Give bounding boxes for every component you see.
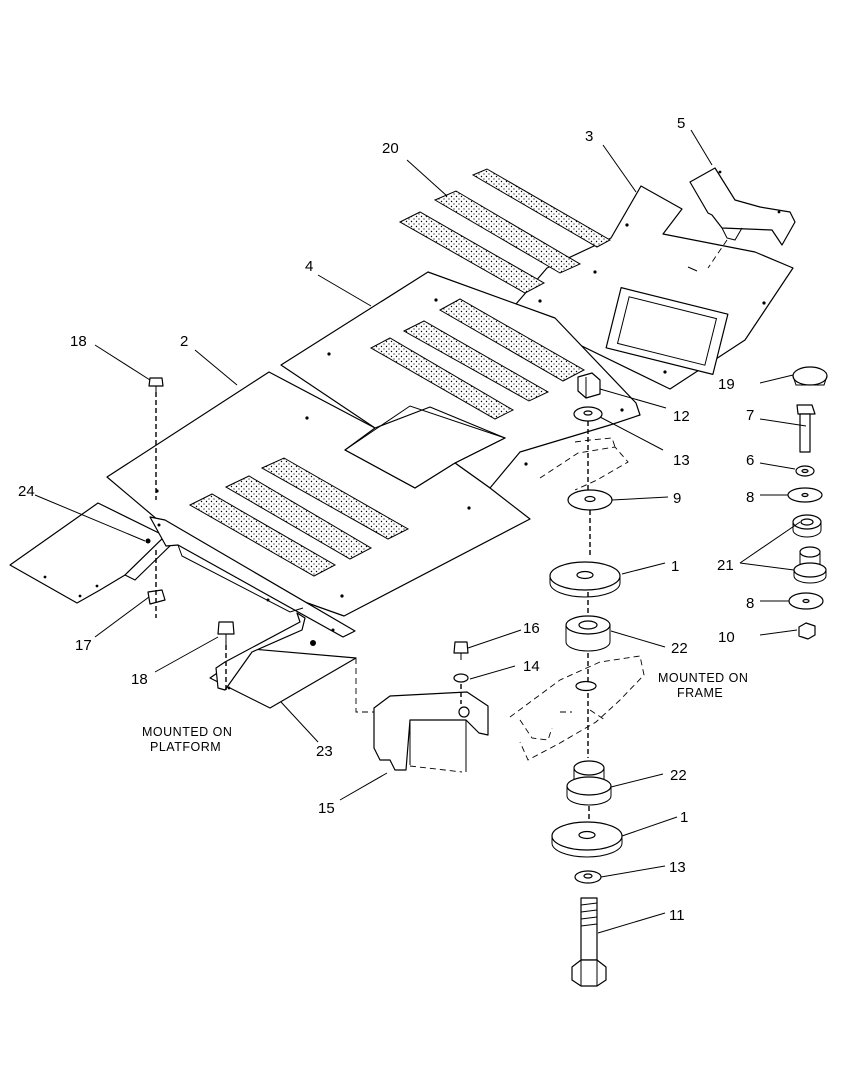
callout-6: 6 xyxy=(746,452,754,469)
leader-lines xyxy=(34,129,807,934)
mounting-notes: MOUNTED ON PLATFORM MOUNTED ON FRAME xyxy=(142,671,748,754)
bracket-15 xyxy=(373,691,489,773)
callout-13-upper: 13 xyxy=(673,452,690,469)
callout-16: 16 xyxy=(523,620,540,637)
rear-floor-plate xyxy=(509,185,794,390)
callout-14: 14 xyxy=(523,658,540,675)
lockwasher-14 xyxy=(453,673,469,704)
callout-21: 21 xyxy=(717,557,734,574)
callout-23: 23 xyxy=(316,743,333,760)
side-panel xyxy=(9,502,176,604)
mount-plate-23 xyxy=(209,612,374,713)
anti-slip-strips xyxy=(188,168,612,577)
callout-3: 3 xyxy=(585,128,593,145)
callout-18-lower: 18 xyxy=(131,671,148,688)
callout-9: 9 xyxy=(673,490,681,507)
callout-8-lower: 8 xyxy=(746,595,754,612)
angle-rail xyxy=(149,516,356,638)
bracket-5 xyxy=(689,167,796,269)
callout-12: 12 xyxy=(673,408,690,425)
callout-22-upper: 22 xyxy=(671,640,688,657)
bolt-18-lower xyxy=(217,621,235,690)
note-frame-line2: FRAME xyxy=(677,686,723,700)
callout-10: 10 xyxy=(718,629,735,646)
bolt-18-upper xyxy=(148,377,164,500)
note-platform-line1: MOUNTED ON xyxy=(142,725,232,739)
callout-20: 20 xyxy=(382,140,399,157)
note-frame-line1: MOUNTED ON xyxy=(658,671,748,685)
callout-7: 7 xyxy=(746,407,754,424)
callout-19: 19 xyxy=(718,376,735,393)
callout-8-upper: 8 xyxy=(746,489,754,506)
callout-15: 15 xyxy=(318,800,335,817)
callout-24: 24 xyxy=(18,483,35,500)
note-platform-line2: PLATFORM xyxy=(150,740,221,754)
callout-17: 17 xyxy=(75,637,92,654)
callout-4: 4 xyxy=(305,258,313,275)
clip-17 xyxy=(147,550,166,618)
callout-1-upper: 1 xyxy=(671,558,679,575)
bolt-16 xyxy=(453,641,469,660)
callout-1-lower: 1 xyxy=(680,809,688,826)
callout-labels: 20 3 5 4 18 2 19 12 7 13 6 9 8 24 1 21 8… xyxy=(18,115,754,924)
callout-2: 2 xyxy=(180,333,188,350)
callout-5: 5 xyxy=(677,115,685,132)
isolator-stack xyxy=(509,372,645,987)
callout-13-lower: 13 xyxy=(669,859,686,876)
callout-11: 11 xyxy=(669,907,685,924)
callout-22-lower: 22 xyxy=(670,767,687,784)
loose-hardware xyxy=(787,366,828,640)
callout-18-upper: 18 xyxy=(70,333,87,350)
